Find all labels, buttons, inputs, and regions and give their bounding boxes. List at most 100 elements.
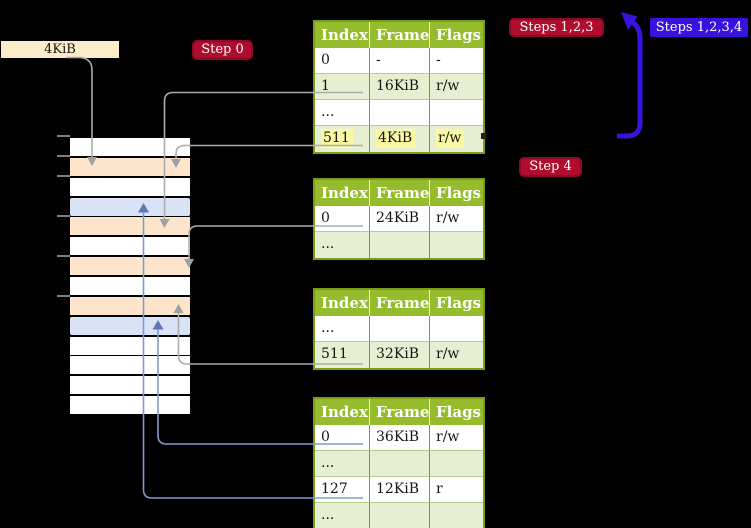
memory-tick-0 (57, 135, 70, 137)
table-header: Index Frame Flags (315, 290, 483, 317)
cell (370, 451, 430, 477)
cell: 127 (315, 477, 370, 503)
cell: 4KiB (370, 126, 430, 152)
cell: 511 (315, 126, 370, 152)
table-header: Index Frame Flags (315, 399, 483, 426)
cell: r/w (430, 74, 483, 100)
table-row: ... (315, 232, 483, 258)
cell (430, 100, 483, 126)
memory-row-13 (70, 396, 190, 414)
cell (370, 232, 430, 258)
header-index: Index (315, 22, 370, 49)
memory-row-10 (70, 337, 190, 355)
memory-row-5 (70, 237, 190, 255)
cell: r/w (436, 346, 460, 362)
table-row: ... (315, 316, 483, 342)
cell: 0 (315, 206, 370, 232)
cell (430, 503, 483, 528)
page-table-1: Index Frame Flags 0 - - 1 16KiB r/w ... … (313, 20, 485, 154)
memory-row-9 (70, 317, 190, 335)
header-index: Index (315, 180, 370, 207)
steps123-label: Steps 1,2,3 (509, 18, 604, 37)
header-index: Index (315, 290, 370, 317)
memory-tick-4 (57, 255, 70, 257)
steps-arrow (617, 12, 643, 139)
header-frame: Frame (370, 22, 430, 49)
table-row: 127 12KiB r (315, 477, 483, 503)
cell: 0 (315, 425, 370, 451)
cell: ... (315, 232, 370, 258)
page-table-4: Index Frame Flags 0 36KiB r/w ... 127 12… (313, 397, 485, 528)
cell: 24KiB (370, 206, 430, 232)
highlighted-value: 511 (321, 129, 353, 148)
header-flags: Flags (430, 180, 483, 207)
cell: r/w (430, 206, 483, 232)
cell: r/w (430, 126, 483, 152)
table-row: 1 16KiB r/w (315, 74, 483, 100)
table-row: ... (315, 451, 483, 477)
cell: - (370, 48, 430, 74)
cell (430, 316, 483, 342)
cell: 36KiB (370, 425, 430, 451)
memory-row-2 (70, 178, 190, 196)
cell (370, 503, 430, 528)
memory-row-4 (70, 217, 190, 235)
memory-row-12 (70, 376, 190, 394)
steps1234-label: Steps 1,2,3,4 (650, 18, 748, 37)
cell: 1 (315, 74, 370, 100)
cell: 16KiB (370, 74, 430, 100)
table-row: 511 32KiB r/w (315, 342, 483, 368)
table-header: Index Frame Flags (315, 22, 483, 49)
cell: ... (315, 316, 370, 342)
header-frame: Frame (370, 180, 430, 207)
table-row: ... (315, 100, 483, 126)
cell: r/w (430, 425, 483, 451)
step4-label: Step 4 (519, 157, 582, 177)
header-frame: Frame (370, 290, 430, 317)
header-flags: Flags (430, 290, 483, 317)
memory-tick-1 (57, 155, 70, 157)
memory-row-8 (70, 297, 190, 315)
table-row: 0 - - (315, 48, 483, 74)
cell: ... (315, 451, 370, 477)
highlighted-value: 4KiB (376, 129, 416, 148)
table-header: Index Frame Flags (315, 180, 483, 207)
page-table-3: Index Frame Flags ... 511 32KiB r/w (313, 288, 485, 370)
memory-row-3 (70, 198, 190, 216)
table-row: 0 36KiB r/w (315, 425, 483, 451)
memory-tick-3 (57, 215, 70, 217)
black-arrow-remnant (481, 133, 486, 139)
table-row: 0 24KiB r/w (315, 206, 483, 232)
cell: 511 (315, 342, 370, 368)
header-flags: Flags (430, 22, 483, 49)
cell: 32KiB (370, 342, 430, 368)
memory-row-7 (70, 277, 190, 295)
memory-row-0 (70, 138, 190, 156)
steps-arrow-shaft (617, 19, 643, 139)
table-row-highlighted: 511 4KiB r/w (315, 126, 483, 152)
memory-column (70, 138, 190, 416)
memory-row-11 (70, 356, 190, 374)
table-row: ... (315, 503, 483, 528)
cell: ... (315, 503, 370, 528)
highlighted-value: r/w (436, 129, 465, 148)
cell: - (430, 48, 483, 74)
cell: r (430, 477, 483, 503)
cell (370, 100, 430, 126)
memory-row-6 (70, 257, 190, 275)
cell: ... (315, 100, 370, 126)
header-flags: Flags (430, 399, 483, 426)
memory-tick-2 (57, 175, 70, 177)
page-size-label: 4KiB (1, 41, 119, 58)
cell: 12KiB (370, 477, 430, 503)
memory-tick-5 (57, 295, 70, 297)
cell (430, 232, 483, 258)
cell: 0 (315, 48, 370, 74)
page-table-2: Index Frame Flags 0 24KiB r/w ... (313, 178, 485, 260)
memory-row-1 (70, 158, 190, 176)
header-frame: Frame (370, 399, 430, 426)
step0-label: Step 0 (192, 40, 253, 60)
arrowhead-upleft-icon (621, 12, 638, 30)
cell (370, 316, 430, 342)
